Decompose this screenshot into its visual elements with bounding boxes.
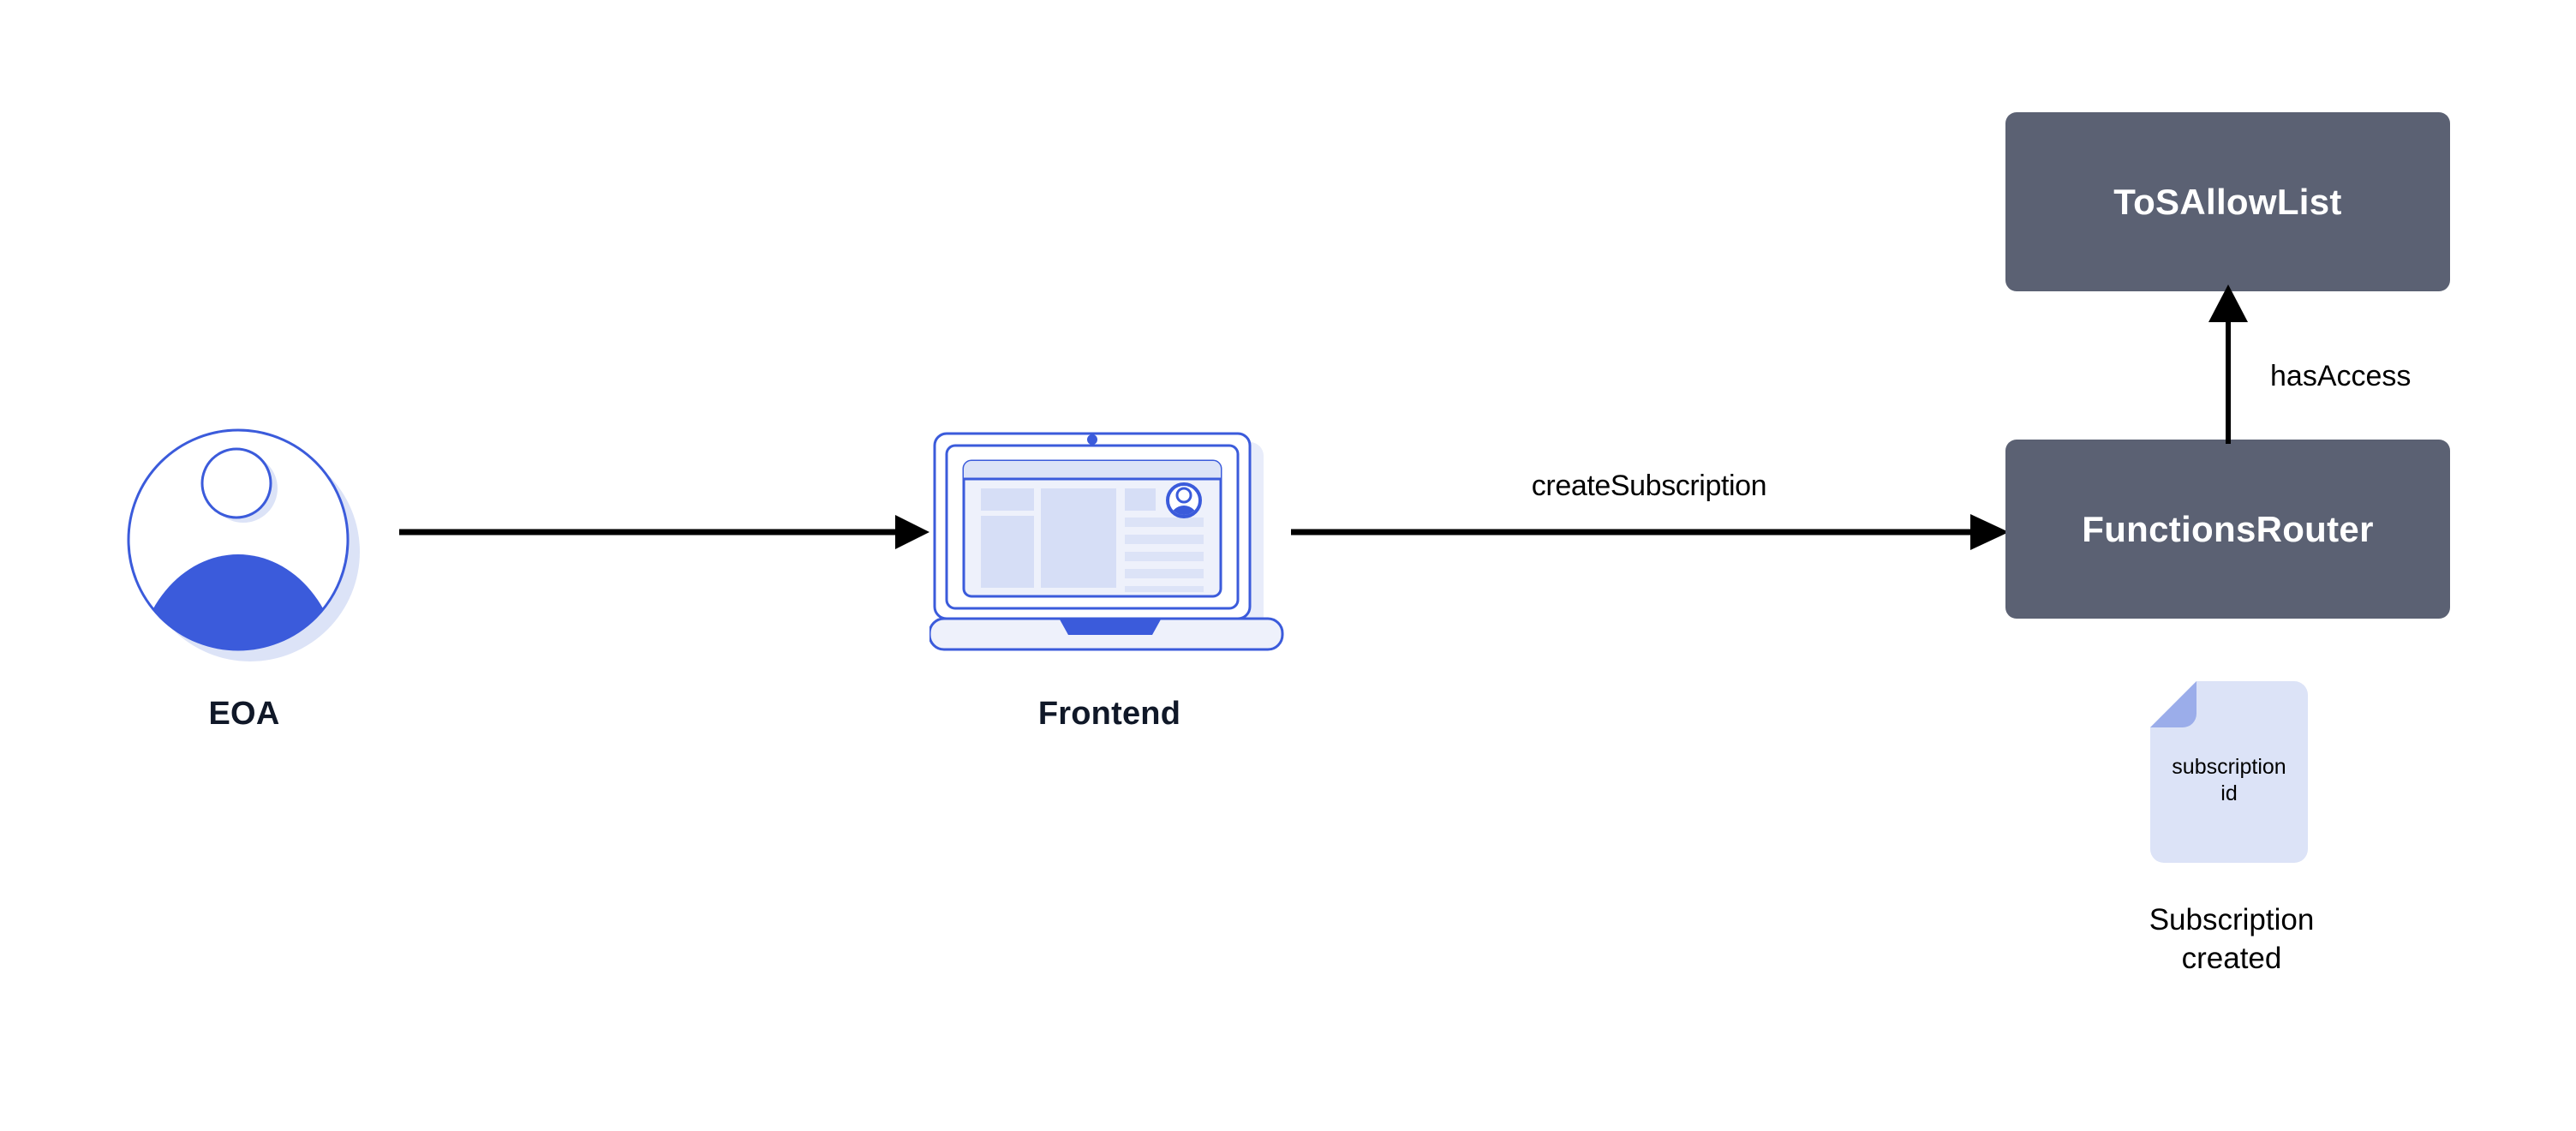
subscription-created-caption: Subscription created [2073, 901, 2390, 978]
node-functions-router[interactable]: FunctionsRouter [2005, 440, 2450, 619]
caption-line-2: created [2181, 941, 2282, 975]
arrow-frontend-to-router [1291, 514, 2009, 550]
arrow-router-to-tos-allow-list [2208, 284, 2248, 444]
document-with-fold-icon [2150, 681, 2308, 865]
frontend-label: Frontend [1037, 696, 1181, 732]
arrow-eoa-to-frontend [399, 515, 929, 549]
node-tos-allow-list[interactable]: ToSAllowList [2005, 112, 2450, 291]
edge-label-has-access: hasAccess [2270, 360, 2412, 392]
document-text-line-1: subscription [2172, 755, 2286, 779]
edge-label-create-subscription: createSubscription [1531, 470, 1767, 502]
document-inner-text: subscription id [2150, 754, 2308, 808]
document-text-line-2: id [2220, 781, 2238, 806]
user-avatar-icon [120, 422, 368, 670]
caption-line-1: Subscription [2149, 903, 2315, 937]
eoa-label: EOA [208, 696, 280, 732]
tos-allow-list-label: ToSAllowList [2113, 181, 2342, 222]
laptop-icon [929, 428, 1289, 668]
functions-router-label: FunctionsRouter [2082, 508, 2374, 549]
